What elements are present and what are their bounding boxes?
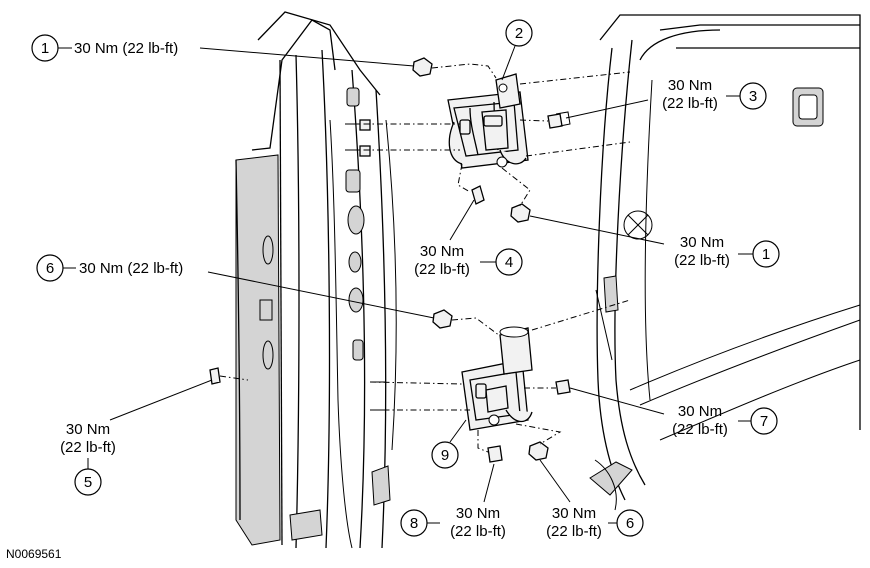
torque-label-line2: (22 lb-ft) bbox=[672, 421, 728, 438]
callout-1-top: 1 30 Nm (22 lb-ft) bbox=[31, 34, 415, 67]
callout-number: 2 bbox=[515, 25, 523, 42]
callout-number: 1 bbox=[762, 246, 770, 263]
callout-8: 8 30 Nm (22 lb-ft) bbox=[400, 463, 506, 540]
torque-label-line2: (22 lb-ft) bbox=[662, 95, 718, 112]
hinge-bolt-3 bbox=[547, 113, 563, 129]
figure-id: N0069561 bbox=[6, 547, 62, 561]
torque-label-line1: 30 Nm bbox=[680, 234, 724, 251]
hinge-nut-6-lower bbox=[528, 441, 549, 461]
hinge-bolt-5 bbox=[209, 367, 221, 385]
torque-label-line2: (22 lb-ft) bbox=[546, 523, 602, 540]
torque-label-line1: 30 Nm bbox=[456, 505, 500, 522]
callout-2: 2 bbox=[501, 19, 533, 81]
torque-label-line1: 30 Nm bbox=[668, 77, 712, 94]
hinge-bolt-8 bbox=[487, 445, 503, 463]
callout-number: 3 bbox=[749, 88, 757, 105]
torque-label-line1: 30 Nm bbox=[678, 403, 722, 420]
torque-label-line1: 30 Nm bbox=[66, 421, 110, 438]
torque-label-line2: (22 lb-ft) bbox=[674, 252, 730, 269]
hinge-bolt-4 bbox=[471, 185, 485, 205]
callout-6-left: 6 30 Nm (22 lb-ft) bbox=[36, 254, 435, 319]
torque-label-line2: (22 lb-ft) bbox=[60, 439, 116, 456]
torque-label-line1: 30 Nm bbox=[552, 505, 596, 522]
lower-hinge bbox=[461, 326, 533, 431]
callout-9: 9 bbox=[431, 419, 467, 469]
fasteners bbox=[209, 57, 571, 463]
callout-number: 7 bbox=[760, 413, 768, 430]
door-shell bbox=[589, 14, 861, 511]
hinge-nut-upper bbox=[412, 57, 433, 77]
callout-number: 5 bbox=[84, 474, 92, 491]
callout-6-lower: 30 Nm (22 lb-ft) 6 bbox=[539, 459, 644, 540]
callout-number: 6 bbox=[46, 260, 54, 277]
hinge-bolt-7 bbox=[555, 379, 571, 395]
callout-number: 8 bbox=[410, 515, 418, 532]
torque-label-line2: (22 lb-ft) bbox=[414, 261, 470, 278]
callout-number: 6 bbox=[626, 515, 634, 532]
torque-label: 30 Nm (22 lb-ft) bbox=[79, 260, 183, 277]
callout-number: 4 bbox=[505, 254, 513, 271]
callout-number: 9 bbox=[441, 447, 449, 464]
torque-label-line1: 30 Nm bbox=[420, 243, 464, 260]
torque-label-line2: (22 lb-ft) bbox=[450, 523, 506, 540]
callout-number: 1 bbox=[41, 40, 49, 57]
callout-7: 30 Nm (22 lb-ft) 7 bbox=[569, 387, 778, 438]
hinge-nut-lower-right bbox=[510, 203, 531, 223]
callout-5: 30 Nm (22 lb-ft) 5 bbox=[60, 379, 213, 496]
hinge-nut-6-upper bbox=[432, 309, 453, 329]
assembly-lines bbox=[219, 63, 631, 453]
torque-label: 30 Nm (22 lb-ft) bbox=[74, 40, 178, 57]
callout-3: 30 Nm (22 lb-ft) 3 bbox=[565, 77, 767, 119]
body-pillar bbox=[235, 11, 397, 549]
upper-hinge bbox=[447, 73, 529, 169]
callout-4: 30 Nm (22 lb-ft) 4 bbox=[414, 199, 523, 278]
callout-1-right: 30 Nm (22 lb-ft) 1 bbox=[529, 215, 780, 269]
